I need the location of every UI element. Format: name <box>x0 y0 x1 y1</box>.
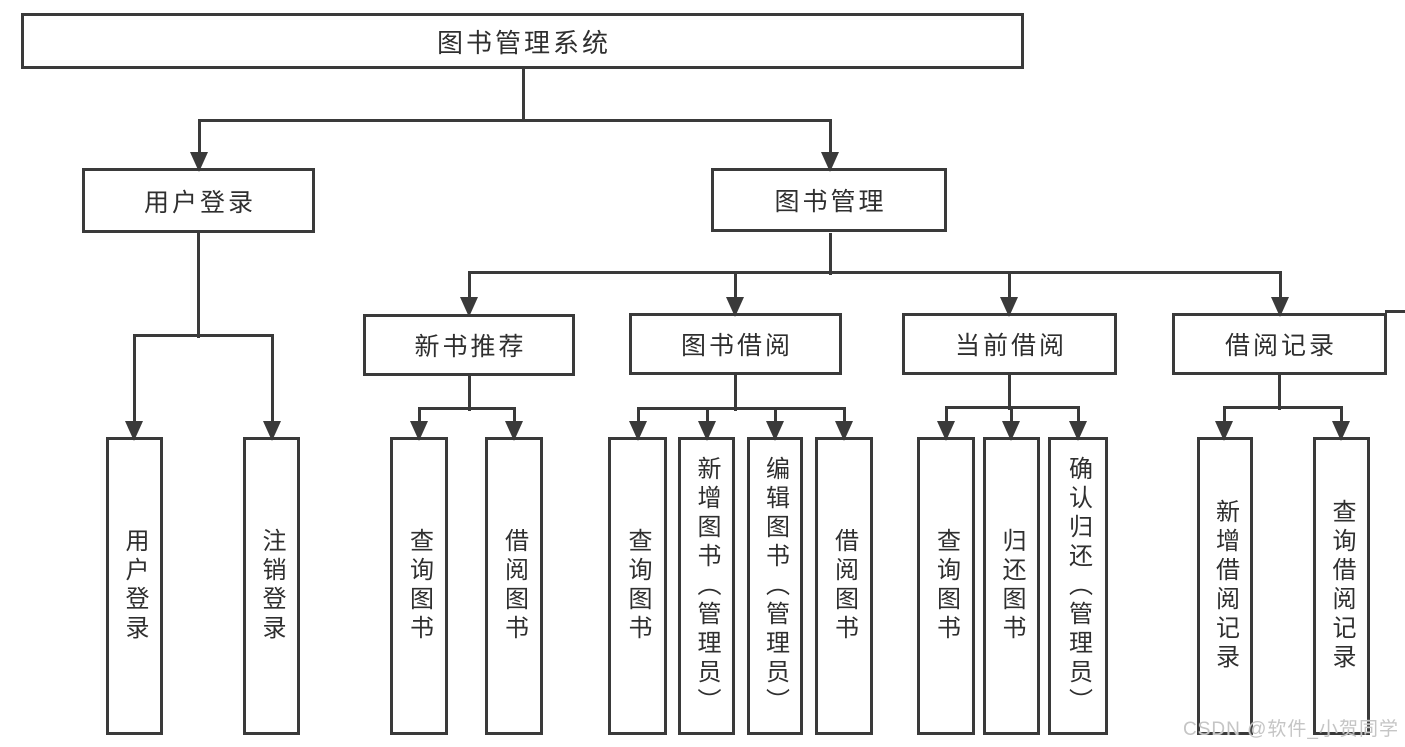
node-current-borrowing: 当前借阅 <box>902 313 1117 375</box>
clipped-line-artifact <box>1385 310 1405 313</box>
connector-drop <box>705 408 709 429</box>
arrow-down-icon <box>726 297 744 317</box>
connector-drop <box>270 335 274 429</box>
connector-drop <box>773 408 777 429</box>
node-borrowing-query-books: 查询图书 <box>608 437 667 735</box>
arrow-down-icon <box>1069 421 1087 441</box>
node-new-book-recommend: 新书推荐 <box>363 314 575 376</box>
arrow-down-icon <box>821 152 839 172</box>
node-borrowing-edit-books: 编辑图书（管理员） <box>747 437 803 735</box>
arrow-down-icon <box>698 421 716 441</box>
connector-split <box>132 333 274 337</box>
node-records-query-borrow: 查询借阅记录 <box>1313 437 1370 735</box>
node-recommend-query-books: 查询图书 <box>390 437 448 735</box>
node-book-borrowing: 图书借阅 <box>629 313 842 375</box>
connector-drop <box>1278 272 1282 305</box>
arrow-down-icon <box>190 152 208 172</box>
connector-drop <box>512 408 516 429</box>
connector-drop <box>636 408 640 429</box>
arrow-down-icon <box>1002 421 1020 441</box>
connector-drop <box>1076 407 1080 429</box>
connector-drop <box>733 272 737 305</box>
connector-stem <box>196 233 200 338</box>
node-recommend-borrow-books: 借阅图书 <box>485 437 543 735</box>
connector-drop <box>944 407 948 429</box>
arrow-down-icon <box>460 297 478 317</box>
node-current-return-books: 归还图书 <box>983 437 1040 735</box>
connector-stem <box>521 69 525 122</box>
node-book-management: 图书管理 <box>711 168 947 232</box>
arrow-down-icon <box>263 421 281 441</box>
connector-drop <box>132 335 136 429</box>
node-current-confirm-return: 确认归还（管理员） <box>1048 437 1108 735</box>
csdn-watermark: CSDN @软件_小贺同学 <box>1183 719 1399 740</box>
arrow-down-icon <box>937 421 955 441</box>
connector-drop <box>1007 272 1011 305</box>
node-user-login-op: 用户登录 <box>106 437 163 735</box>
connector-stem <box>828 233 832 275</box>
connector-drop <box>1339 407 1343 429</box>
arrow-down-icon <box>1271 297 1289 317</box>
node-logout-op: 注销登录 <box>243 437 300 735</box>
node-borrowing-records: 借阅记录 <box>1172 313 1387 375</box>
arrow-down-icon <box>125 421 143 441</box>
connector-drop <box>197 120 201 160</box>
connector-drop <box>1222 407 1226 429</box>
node-borrowing-add-books: 新增图书（管理员） <box>678 437 735 735</box>
connector-drop <box>1009 407 1013 429</box>
arrow-down-icon <box>410 421 428 441</box>
arrow-down-icon <box>1000 297 1018 317</box>
arrow-down-icon <box>1332 421 1350 441</box>
connector-drop <box>417 408 421 429</box>
node-records-add-borrow: 新增借阅记录 <box>1197 437 1253 735</box>
arrow-down-icon <box>1215 421 1233 441</box>
connector-stem <box>1007 375 1011 410</box>
connector-stem <box>733 375 737 411</box>
arrow-down-icon <box>629 421 647 441</box>
connector-split <box>1222 405 1343 409</box>
node-user-login: 用户登录 <box>82 168 315 233</box>
arrow-down-icon <box>835 421 853 441</box>
connector-drop <box>467 272 471 305</box>
node-system-root: 图书管理系统 <box>21 13 1024 69</box>
connector-stem <box>1277 375 1281 410</box>
connector-stem <box>467 376 471 411</box>
connector-drop <box>828 120 832 160</box>
connector-split <box>467 270 1282 274</box>
node-current-query-books: 查询图书 <box>917 437 975 735</box>
node-borrowing-borrow-books: 借阅图书 <box>815 437 873 735</box>
connector-split <box>636 406 846 410</box>
arrow-down-icon <box>766 421 784 441</box>
arrow-down-icon <box>505 421 523 441</box>
connector-split <box>197 118 832 122</box>
connector-drop <box>842 408 846 429</box>
connector-split <box>417 406 516 410</box>
